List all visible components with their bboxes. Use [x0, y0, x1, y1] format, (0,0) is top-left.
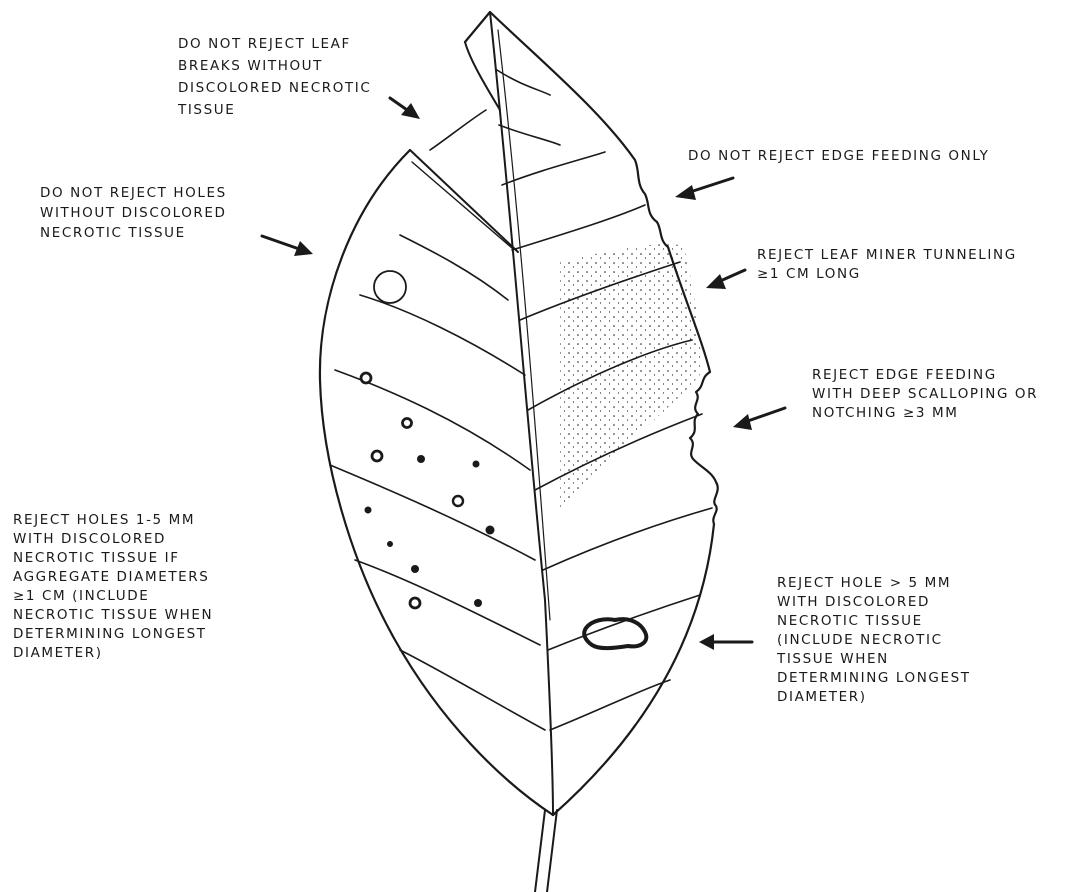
arrow-leaf-breaks: [390, 98, 420, 119]
annotation-holes-without-necrotic: DO NOT REJECT HOLES WITHOUT DISCOLORED N…: [40, 183, 227, 243]
arrow-edge-feeding: [675, 178, 733, 200]
arrow-large-hole: [699, 634, 752, 650]
necrotic-dot: [486, 526, 495, 535]
leaf-break-fold-inner: [412, 162, 512, 248]
necrotic-dot: [387, 541, 393, 547]
leaf-break-fold: [410, 150, 518, 252]
necrotic-hole: [453, 496, 463, 506]
left-veins: [330, 110, 545, 730]
necrotic-hole: [403, 419, 412, 428]
necrotic-hole: [410, 598, 420, 608]
annotation-deep-scalloping: REJECT EDGE FEEDING WITH DEEP SCALLOPING…: [812, 366, 1038, 423]
necrotic-hole: [361, 373, 371, 383]
necrotic-hole: [372, 451, 382, 461]
necrotic-dot: [365, 507, 372, 514]
leaf-stem: [535, 810, 545, 892]
leaf-stem-inner: [547, 810, 557, 892]
arrow-leaf-miner: [706, 270, 745, 289]
annotation-leaf-breaks: DO NOT REJECT LEAF BREAKS WITHOUT DISCOL…: [178, 33, 371, 121]
arrow-holes: [262, 236, 313, 256]
annotation-large-hole: REJECT HOLE > 5 MM WITH DISCOLORED NECRO…: [777, 574, 971, 707]
necrotic-dot: [417, 455, 425, 463]
clean-hole: [374, 271, 406, 303]
small-necrotic-dots: [365, 455, 495, 607]
necrotic-dot: [473, 461, 480, 468]
leaf-miner-tunnel: [560, 244, 702, 510]
annotation-leaf-miner: REJECT LEAF MINER TUNNELING ≥1 CM LONG: [757, 246, 1017, 284]
necrotic-dot: [474, 599, 482, 607]
arrow-scalloping: [733, 408, 785, 430]
annotation-small-holes: REJECT HOLES 1-5 MM WITH DISCOLORED NECR…: [13, 511, 213, 663]
small-necrotic-holes: [361, 373, 463, 608]
necrotic-dot: [411, 565, 419, 573]
annotation-edge-feeding-only: DO NOT REJECT EDGE FEEDING ONLY: [688, 146, 990, 166]
leaf-midrib-inner: [498, 30, 550, 620]
